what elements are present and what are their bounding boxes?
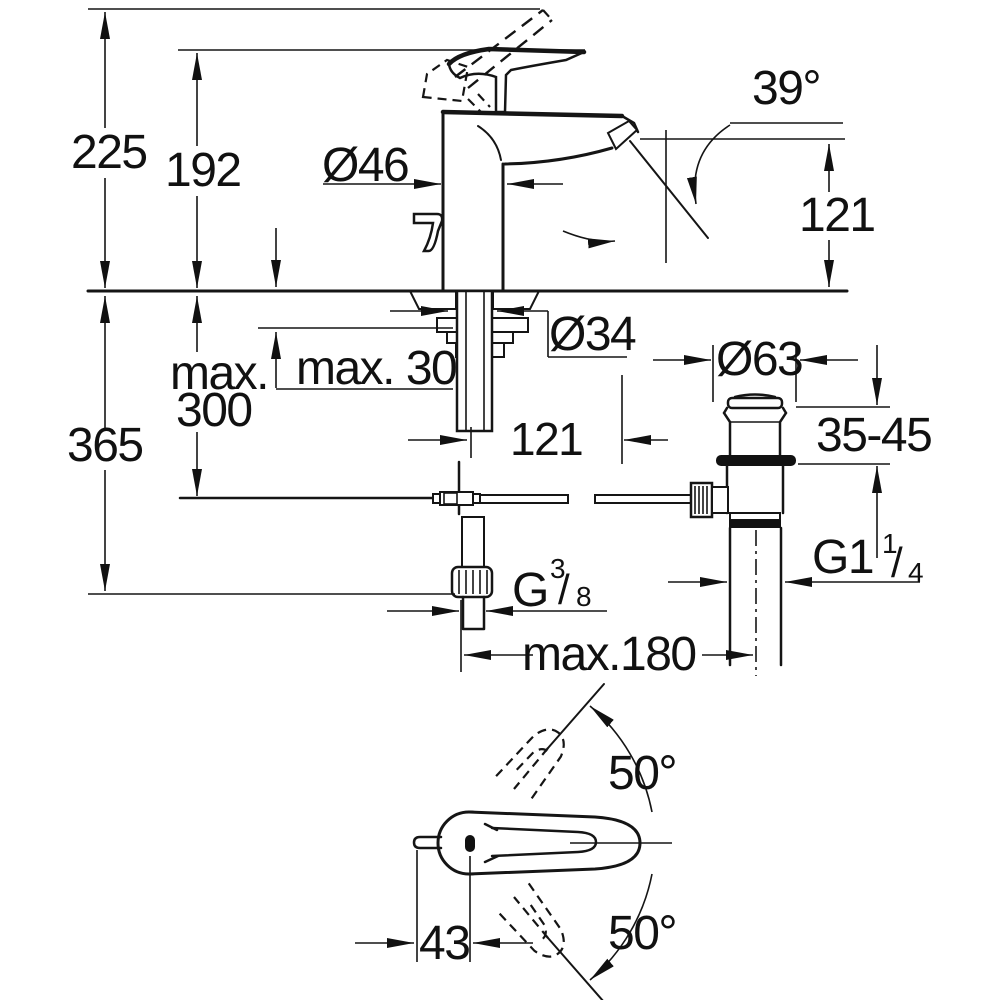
lever-raised-dashed: [421, 9, 553, 114]
dim-supply-thread-sub: 8: [576, 581, 592, 612]
waste-tailpipe: [728, 526, 783, 667]
dim-waste-thread-sup: 1: [882, 528, 898, 559]
dim-supply-thread-slash: /: [558, 566, 570, 613]
dim-supply-thread: G: [512, 564, 548, 617]
supply-hose: [461, 516, 485, 569]
dim-shank-hole-diameter: Ø34: [549, 308, 636, 361]
dim-max-word: max.: [170, 347, 268, 400]
dim-stream-angle: 39°: [752, 62, 820, 115]
dim-waste-thread: G1: [812, 531, 873, 584]
dim-waste-clamp-range: 35-45: [816, 409, 931, 462]
aerator: [606, 119, 639, 151]
dimension-lines: [88, 8, 920, 962]
dim-below-deck-depth: 365: [67, 419, 143, 472]
popup-plug: [726, 396, 784, 410]
drain-assembly: [689, 393, 796, 676]
handle-top-view: [412, 683, 672, 1000]
dim-max-waste-distance: max.180: [522, 628, 696, 681]
dim-handle-swivel-upper: 50°: [608, 747, 676, 800]
dim-max-hose-reach: 300: [176, 384, 252, 437]
dim-overall-height: 225: [71, 126, 147, 179]
dim-handle-swivel-lower: 50°: [608, 907, 676, 960]
dimension-labels: 225 192 Ø46 39° 121 Ø34 max. 30 max. 300…: [67, 62, 933, 970]
dim-waste-thread-slash: /: [891, 539, 903, 586]
waste-knob: [689, 481, 714, 519]
dim-waste-thread-sub: 4: [908, 557, 924, 588]
mounting-shank: [455, 289, 494, 433]
dim-waste-flange-diameter: Ø63: [716, 333, 802, 386]
handle-dashed-lower: [495, 882, 565, 958]
dim-spout-height: 121: [799, 189, 875, 242]
dim-hose-offset: 121: [510, 413, 582, 465]
dim-body-diameter: Ø46: [322, 139, 408, 192]
lever-handle: [447, 47, 585, 114]
dim-supply-thread-sup: 3: [550, 553, 566, 584]
pivot-pin: [465, 835, 475, 852]
dim-max-deck-thickness: max. 30: [296, 342, 456, 395]
waste-flange: [716, 455, 796, 466]
dim-handle-offset: 43: [419, 917, 469, 970]
below-deck-assembly: [178, 289, 692, 631]
side-tab: [412, 835, 443, 850]
pull-rod: [412, 212, 444, 253]
dim-height-to-spout-tip: 192: [165, 144, 241, 197]
hose-nut: [450, 565, 494, 599]
